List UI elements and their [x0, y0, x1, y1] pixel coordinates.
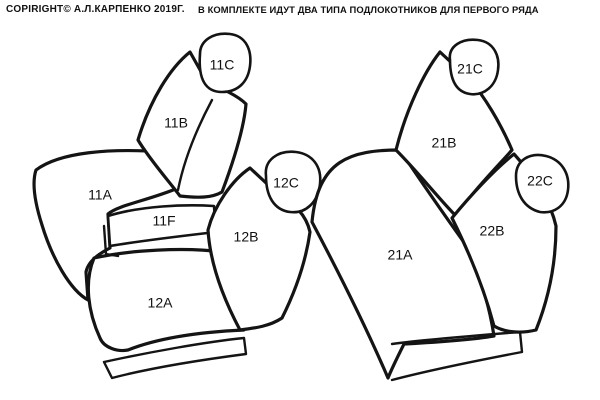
part-12a-shape	[86, 247, 246, 353]
part-11c-shape	[198, 32, 252, 94]
part-21a-shape	[310, 148, 496, 380]
label-11f: 11F	[152, 213, 175, 229]
label-11c: 11C	[210, 57, 235, 73]
part-12a-front-edge	[102, 336, 248, 380]
part-21c-shape	[448, 38, 500, 96]
label-21c: 21C	[457, 61, 483, 77]
part-11b-inner-line	[176, 98, 214, 192]
copyright-text: COPIRIGHT© А.Л.КАРПЕНКО 2019Г.	[6, 4, 185, 15]
label-12b: 12B	[234, 229, 259, 245]
part-11a-shape	[32, 148, 180, 302]
label-21b: 21B	[432, 135, 457, 151]
label-22c: 22C	[527, 173, 553, 189]
armrest-note: В КОМПЛЕКТЕ ИДУТ ДВА ТИПА ПОДЛОКОТНИКОВ …	[198, 4, 539, 15]
part-22c-shape	[514, 153, 570, 214]
label-12c: 12C	[273, 175, 299, 191]
part-21a-front-edge	[390, 330, 524, 382]
label-22b: 22B	[480, 223, 505, 239]
label-12a: 12A	[148, 295, 174, 311]
label-11a: 11A	[88, 187, 113, 203]
label-21a: 21A	[388, 247, 414, 263]
label-11b: 11B	[164, 115, 188, 131]
